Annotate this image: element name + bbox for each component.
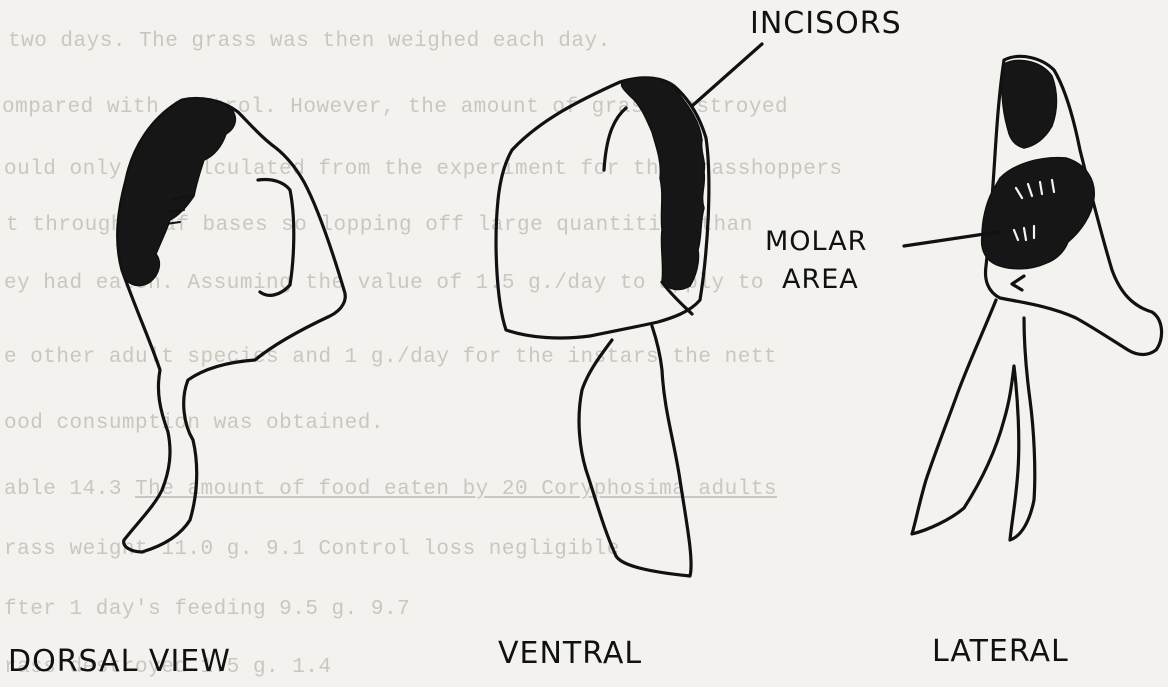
dorsal-view-label: DORSAL VIEW	[8, 644, 231, 679]
incisors-label: INCISORS	[750, 6, 902, 41]
molar-label-line-1: MOLAR	[765, 226, 867, 257]
dorsal-mandible	[118, 98, 346, 552]
dorsal-teeth	[118, 98, 236, 285]
ventral-label: VENTRAL	[498, 636, 642, 671]
lateral-molar-area	[982, 158, 1095, 269]
dorsal-inner-ridge	[258, 179, 294, 295]
lateral-lower-process	[912, 300, 1035, 540]
lateral-incisor-teeth	[1002, 60, 1057, 148]
ventral-lower-process	[579, 326, 691, 576]
lateral-small-mark	[1012, 276, 1024, 290]
lateral-label: LATERAL	[932, 634, 1069, 669]
ventral-inner-line	[604, 108, 626, 170]
ventral-mandible	[496, 77, 709, 576]
lateral-mandible	[912, 56, 1162, 540]
incisors-leader-line	[692, 44, 762, 106]
molar-label-line-2: AREA	[782, 264, 859, 295]
